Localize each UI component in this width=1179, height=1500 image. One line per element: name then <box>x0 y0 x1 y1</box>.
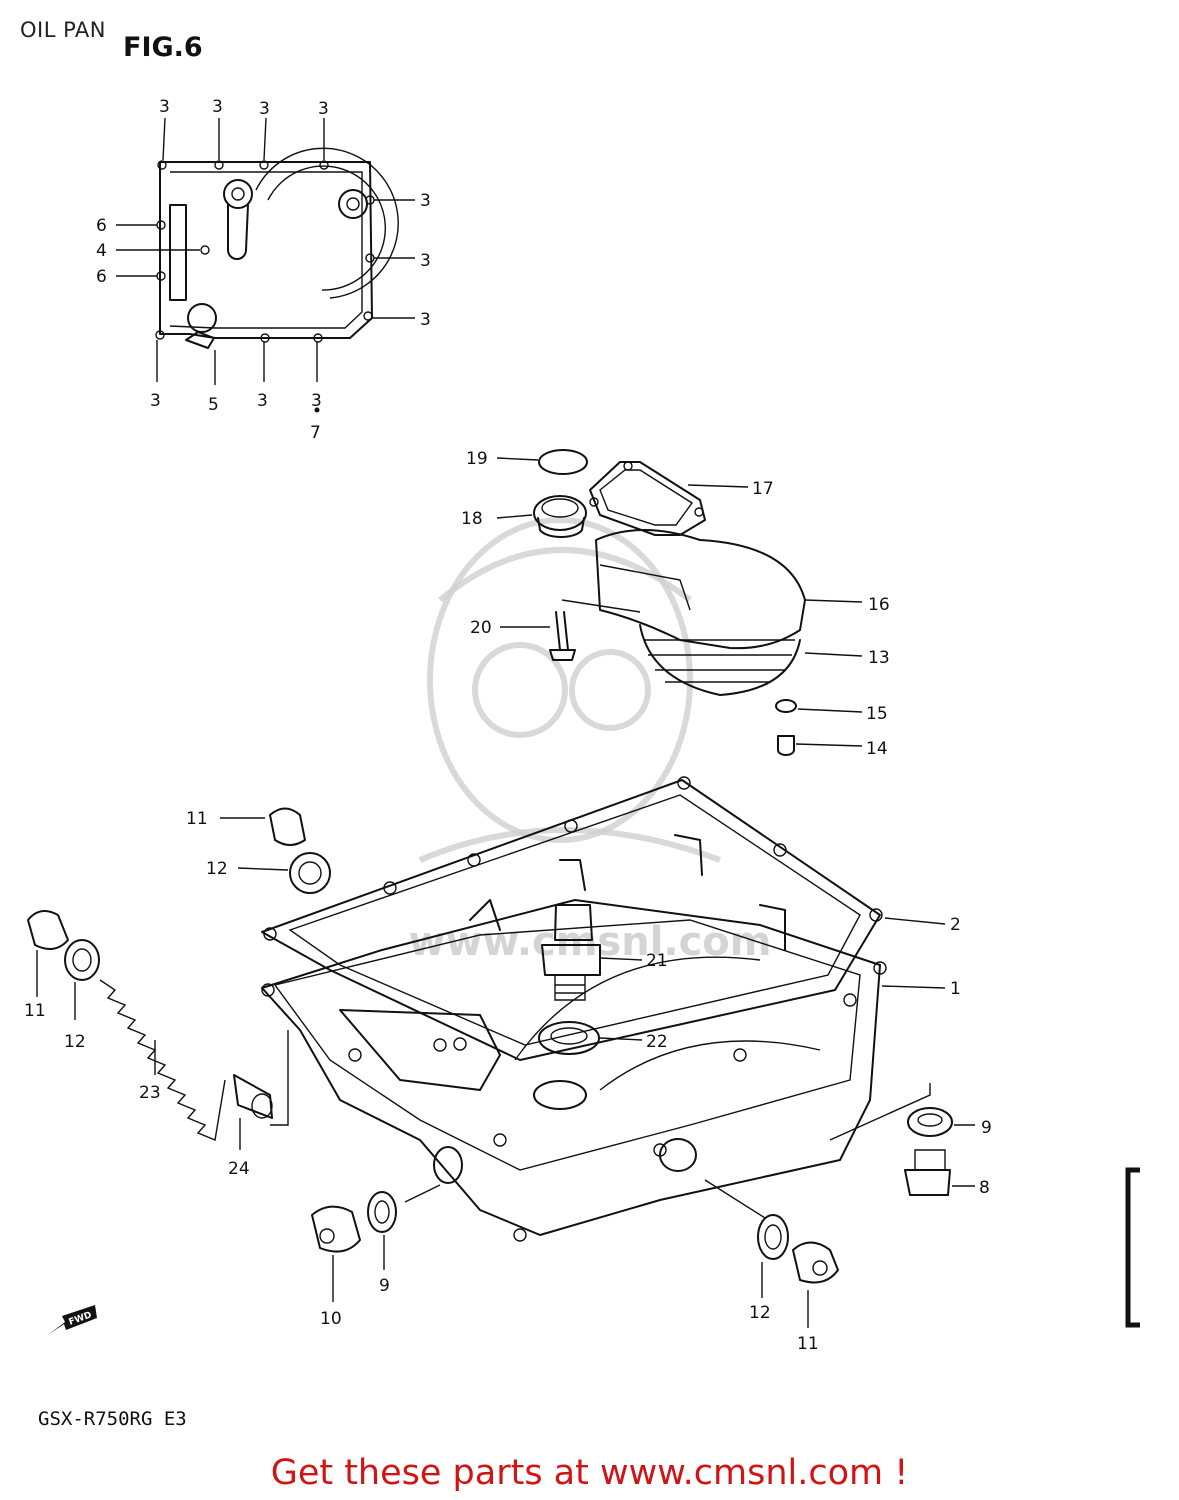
callout-label: 18 <box>461 509 483 529</box>
callout-label: 11 <box>797 1334 819 1354</box>
callout-label: 3 <box>159 97 170 117</box>
callout-label: 16 <box>868 595 890 615</box>
plugs-and-washers <box>27 807 953 1284</box>
callout-label: 2 <box>950 915 961 935</box>
figure-title: FIG.6 <box>123 32 203 63</box>
callout-label: 8 <box>979 1178 990 1198</box>
callout-label: 3 <box>311 391 322 411</box>
oil-pan-gasket <box>261 776 883 1061</box>
callout-label: 3 <box>420 310 431 330</box>
callout-label: 3 <box>420 191 431 211</box>
callout-label: 5 <box>208 395 219 415</box>
callout-label: 12 <box>64 1032 86 1052</box>
callout-label: 13 <box>868 648 890 668</box>
leaders-oil-pan <box>36 817 975 1328</box>
callout-label: 3 <box>420 251 431 271</box>
callout-label: 19 <box>466 449 488 469</box>
callout-labels: 3 3 3 3 3 3 3 3 3 3 6 4 6 5 7 19 17 18 1… <box>24 97 992 1354</box>
oil-pressure-switch <box>538 904 601 1055</box>
watermark-text: www.cmsnl.com <box>409 919 772 965</box>
fwd-arrow-icon: FWD <box>48 1305 97 1335</box>
model-code: GSX-R750RG E3 <box>38 1408 187 1430</box>
callout-label: 3 <box>212 97 223 117</box>
callout-label: 22 <box>646 1032 668 1052</box>
leaders-right-assembly <box>496 457 863 747</box>
callout-label: 14 <box>866 739 888 759</box>
callout-label: 9 <box>379 1276 390 1296</box>
callout-label: 10 <box>320 1309 342 1329</box>
callout-label: 6 <box>96 216 107 236</box>
callout-label: 1 <box>950 979 961 999</box>
callout-dot <box>314 407 320 413</box>
oil-pan <box>261 834 887 1242</box>
callout-label: 3 <box>257 391 268 411</box>
watermark-mascot <box>418 517 722 863</box>
callout-label: 6 <box>96 267 107 287</box>
page-bracket <box>1125 1167 1140 1328</box>
callout-label: 24 <box>228 1159 250 1179</box>
page-title: OIL PAN <box>20 18 106 42</box>
callout-label: 3 <box>318 99 329 119</box>
callout-label: 9 <box>981 1118 992 1138</box>
callout-label: 23 <box>139 1083 161 1103</box>
callout-label: 11 <box>24 1001 46 1021</box>
callout-label: 7 <box>310 423 321 443</box>
callout-label: 12 <box>206 859 228 879</box>
callout-label: 3 <box>150 391 161 411</box>
callout-label: 21 <box>646 951 668 971</box>
clutch-cover-gasket <box>155 147 399 349</box>
leaders-top-left <box>116 117 415 385</box>
callout-label: 4 <box>96 241 107 261</box>
callout-label: 3 <box>259 99 270 119</box>
footer-link[interactable]: Get these parts at www.cmsnl.com ! <box>270 1453 909 1493</box>
oil-filter-cap-assembly <box>533 449 806 756</box>
callout-label: 12 <box>749 1303 771 1323</box>
callout-label: 17 <box>752 479 774 499</box>
callout-label: 11 <box>186 809 208 829</box>
callout-label: 15 <box>866 704 888 724</box>
callout-label: 20 <box>470 618 492 638</box>
